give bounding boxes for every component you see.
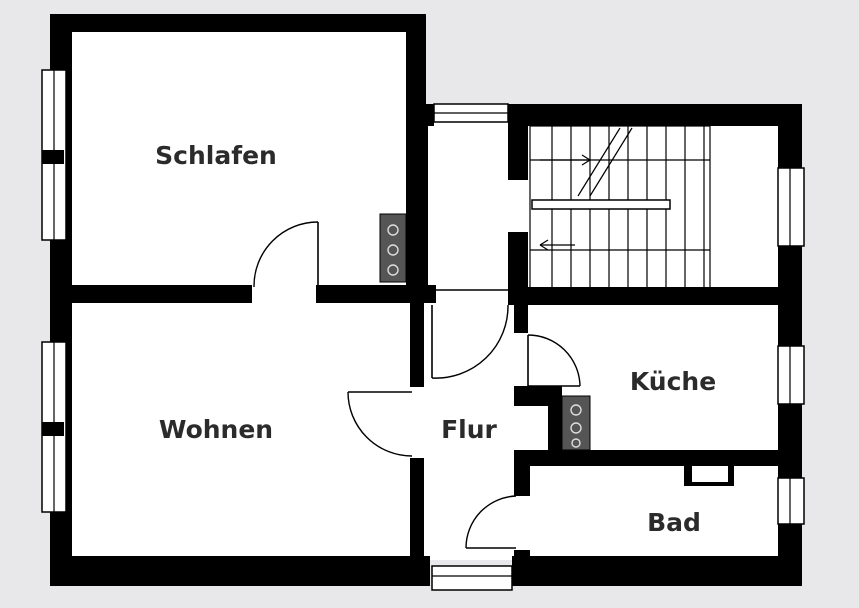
- room-label-schlafen: Schlafen: [155, 141, 277, 170]
- room-label-kueche: Küche: [630, 367, 716, 396]
- stove-schlafen: [379, 213, 407, 283]
- room-label-flur: Flur: [441, 415, 497, 444]
- walls: [50, 14, 802, 586]
- doors: [253, 221, 581, 549]
- stove-kueche: [561, 395, 591, 451]
- windows: [41, 69, 805, 591]
- bath-fixture: [684, 464, 734, 486]
- room-label-bad: Bad: [647, 508, 701, 537]
- room-label-wohnen: Wohnen: [159, 415, 273, 444]
- staircase: [529, 125, 711, 289]
